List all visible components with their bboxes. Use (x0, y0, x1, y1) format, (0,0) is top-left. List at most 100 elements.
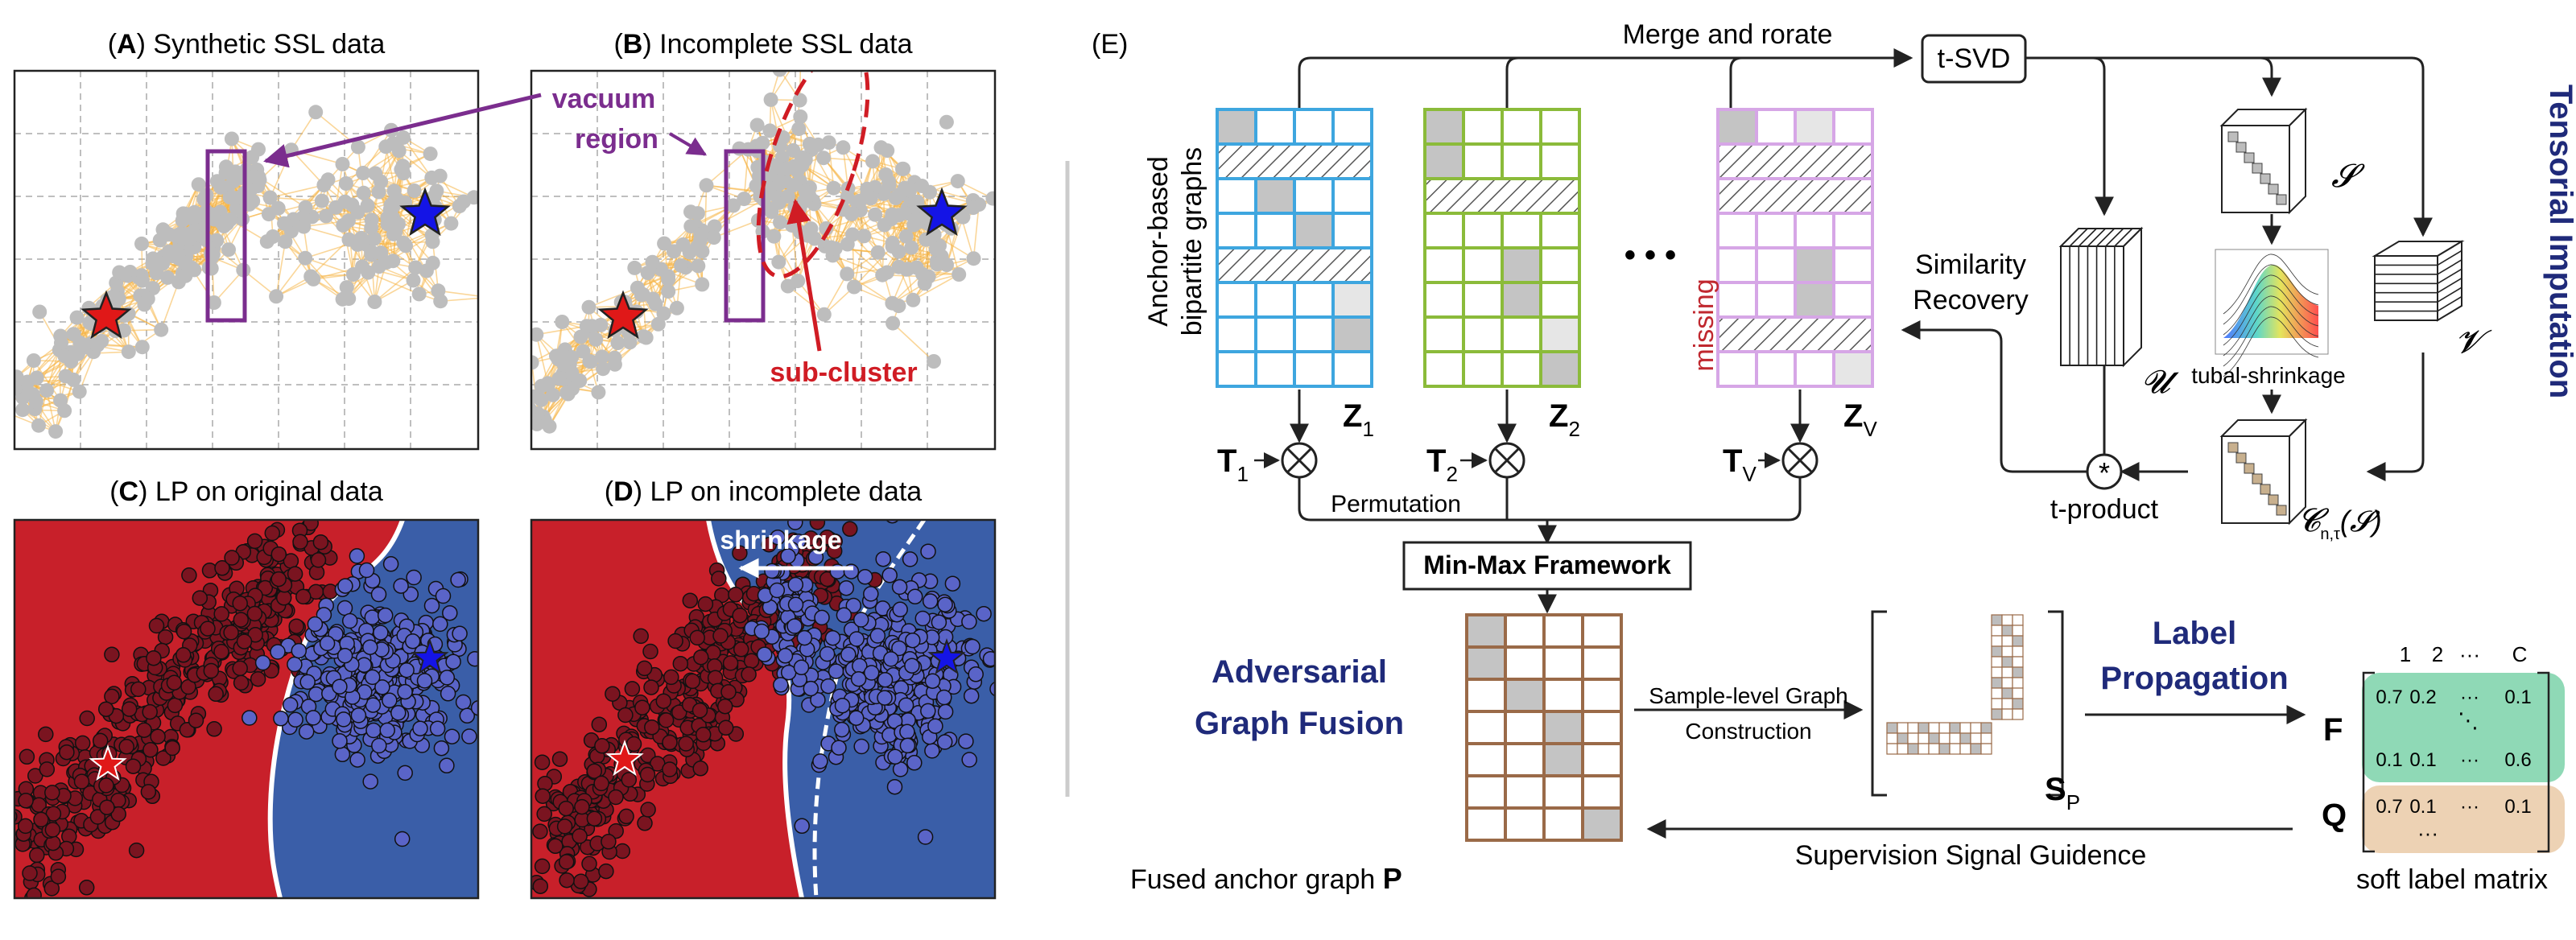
tensor-v-icon (2372, 240, 2465, 322)
svg-text:0.7: 0.7 (2376, 796, 2402, 818)
panel-a-plot (14, 71, 478, 449)
q-matrix-box (2362, 785, 2565, 853)
t1-label: T1 (1217, 443, 1249, 486)
z1-matrix (1216, 108, 1373, 388)
tensor-c-icon (2219, 418, 2308, 526)
minmax-label: Min-Max Framework (1423, 550, 1671, 579)
q-dots: ··· (2417, 821, 2438, 845)
svg-text:···: ··· (2460, 686, 2479, 708)
sp-label: SP (2045, 772, 2080, 814)
panel-c-frame (13, 518, 480, 900)
s-symbol: 𝓢 (2331, 159, 2365, 194)
panel-d-plot (531, 520, 995, 898)
c-symbol: 𝓒n,τ(𝓢) (2297, 503, 2382, 543)
svg-text:0.1: 0.1 (2409, 749, 2436, 771)
svg-text:1: 1 (2400, 642, 2411, 666)
tsvd-label: t-SVD (1938, 43, 2011, 74)
otimes-1-icon (1281, 442, 1318, 479)
q-row-1: 0.7 0.1 ··· 0.1 (2376, 796, 2531, 818)
labelprop-label-line1: Label (2153, 616, 2236, 651)
svg-text:C: C (2512, 642, 2528, 666)
u-symbol: 𝓤 (2141, 365, 2179, 400)
panel-c-title: (C) LP on original data (109, 476, 383, 507)
red-star-icon (605, 740, 644, 777)
panel-d-title: (D) LP on incomplete data (605, 476, 922, 507)
panel-b-title: (B) Incomplete SSL data (613, 29, 912, 60)
fused-label: Fused anchor graph P (1130, 862, 1402, 895)
shrinkage-label: shrinkage (720, 526, 841, 555)
samplelevel-label-line1: Sample-level Graph (1649, 683, 1847, 708)
tensor-s-icon (2219, 107, 2308, 215)
f-diag-dots: ⋱ (2458, 708, 2479, 732)
z1-label: Z1 (1343, 398, 1374, 441)
tubal-label: tubal-shrinkage (2191, 363, 2345, 388)
tensorial-imputation-label: Tensorial Imputation (2543, 85, 2576, 398)
tensor-u-icon (2058, 226, 2144, 368)
panel-c-plot (14, 520, 478, 898)
zv-matrix (1716, 108, 1874, 388)
tproduct-label: t-product (2050, 494, 2159, 525)
otimes-v-icon (1781, 442, 1818, 479)
minmax-box (1402, 541, 1692, 591)
z2-matrix (1423, 108, 1581, 388)
panel-b-plot (531, 71, 995, 449)
tubal-surface-icon (2215, 249, 2329, 377)
vacuum-label-line1: vacuum (552, 84, 656, 114)
soft-label-label: soft label matrix (2356, 864, 2548, 895)
permutation-label: Permutation (1331, 491, 1461, 517)
f-matrix-box (2362, 673, 2565, 782)
svg-text:···: ··· (2460, 749, 2479, 771)
svg-text:···: ··· (2459, 642, 2480, 666)
vacuum-arrow-short (668, 132, 708, 156)
subcluster-label: sub-cluster (770, 357, 917, 388)
panel-b-frame (530, 69, 997, 451)
svg-text:···: ··· (2460, 796, 2479, 818)
svg-text:2: 2 (2432, 642, 2443, 666)
subcluster-arrow (786, 199, 822, 352)
svg-text:0.1: 0.1 (2504, 796, 2531, 818)
otimes-2-icon (1488, 442, 1525, 479)
merge-rotate-label: Merge and rorate (1623, 19, 1833, 50)
vacuum-arrow (263, 93, 542, 168)
red-star-icon (597, 290, 649, 340)
fused-anchor-graph-matrix (1465, 613, 1623, 842)
similarity-label-line1: Similarity (1915, 249, 2026, 280)
adversarial-label-line1: Adversarial (1212, 654, 1387, 690)
red-star-icon (89, 744, 127, 781)
panel-d-frame (530, 518, 997, 900)
v-symbol: 𝓥 (2455, 324, 2492, 360)
sp-matrix (1886, 614, 2024, 755)
svg-text:0.1: 0.1 (2376, 749, 2402, 771)
blue-star-icon (411, 638, 449, 675)
tproduct-icon: * (2086, 453, 2123, 490)
blue-star-icon (927, 638, 966, 675)
blue-star-icon (399, 187, 451, 237)
z2-label: Z2 (1549, 398, 1580, 441)
svg-text:0.1: 0.1 (2504, 686, 2531, 708)
zv-label: ZV (1843, 398, 1877, 441)
blue-star-icon (916, 187, 968, 237)
red-star-icon (80, 290, 132, 340)
f-row-2: 0.1 0.1 ··· 0.6 (2376, 749, 2531, 771)
anchor-graphs-label-line1: Anchor-based (1143, 156, 1174, 327)
svg-text:0.2: 0.2 (2409, 686, 2436, 708)
tv-label: TV (1723, 443, 1757, 486)
adversarial-label-line2: Graph Fusion (1195, 706, 1404, 741)
similarity-label-line2: Recovery (1913, 285, 2029, 315)
ellipsis-dots: • • • (1624, 237, 1676, 273)
missing-label: missing (1689, 278, 1719, 371)
samplelevel-label-line2: Construction (1685, 719, 1811, 744)
anchor-graphs-label-line2: bipartite graphs (1177, 147, 1208, 336)
svg-text:0.6: 0.6 (2504, 749, 2531, 771)
labelprop-label-line2: Propagation (2100, 661, 2288, 696)
q-symbol: Q (2322, 798, 2347, 833)
t2-label: T2 (1426, 443, 1458, 486)
svg-text:*: * (2099, 456, 2110, 489)
svg-text:0.1: 0.1 (2409, 796, 2436, 818)
panel-e-label: (E) (1092, 29, 1128, 60)
panel-a-frame (13, 69, 480, 451)
vacuum-label-line2: region (575, 124, 658, 155)
